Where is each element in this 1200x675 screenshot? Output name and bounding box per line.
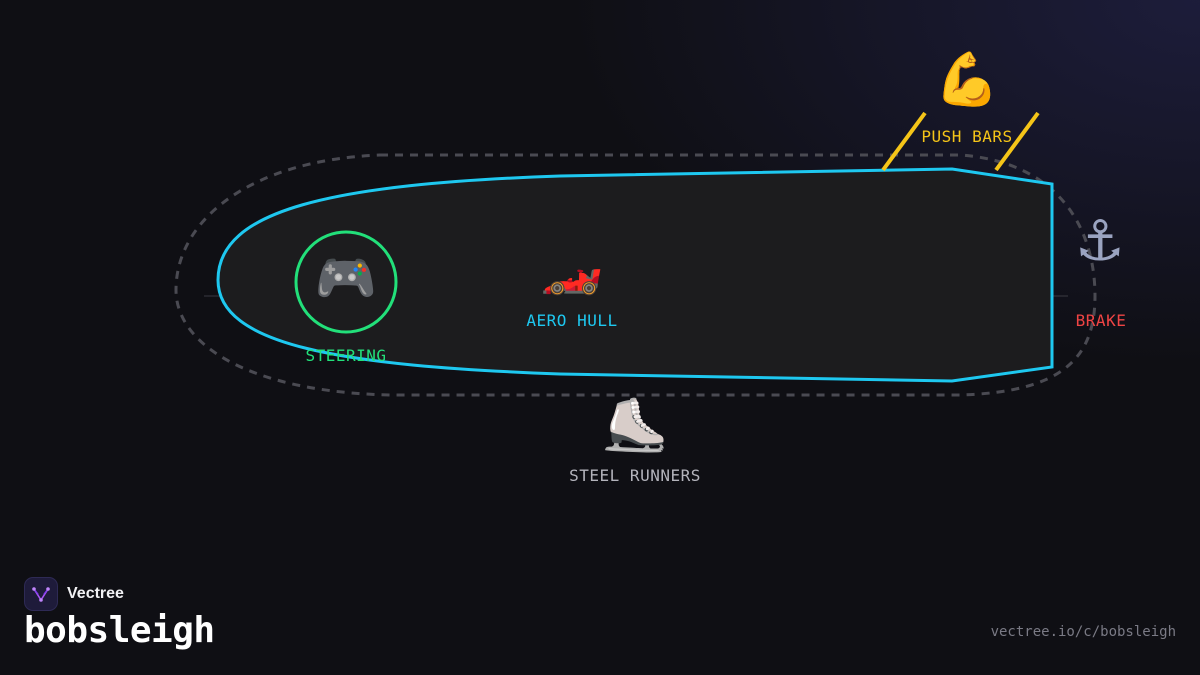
push-bar-left [881, 111, 927, 172]
steel-runners-label: STEEL RUNNERS [569, 466, 701, 485]
flexed-bicep-icon: 💪 [934, 50, 1000, 110]
race-car-icon: 🏎️ [540, 239, 604, 297]
page-url[interactable]: vectree.io/c/bobsleigh [990, 624, 1176, 640]
brake-label: BRAKE [1075, 311, 1127, 330]
vectree-logo-icon [24, 577, 58, 611]
anchor-icon: ⚓ [1074, 209, 1126, 274]
page-title: bobsleigh [24, 610, 215, 651]
game-controller-icon: 🎮 [314, 249, 378, 307]
steering-ring [294, 230, 398, 334]
steering-label: STEERING [305, 346, 387, 365]
brand-name: Vectree [67, 585, 124, 602]
aero-hull-label: AERO HULL [526, 311, 618, 330]
sled-hull [216, 167, 1054, 383]
brand: Vectree [24, 577, 124, 611]
push-bars-label: PUSH BARS [921, 127, 1013, 146]
push-bar-right [994, 111, 1040, 172]
ice-skate-icon: ⛸️ [602, 396, 668, 456]
track-envelope [174, 153, 1097, 397]
